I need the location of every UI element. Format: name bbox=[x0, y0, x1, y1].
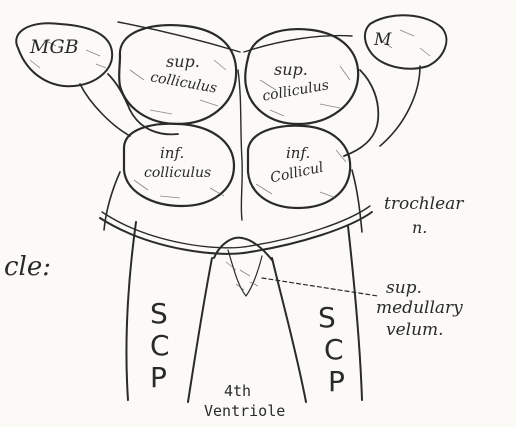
label-right-geniculate: M bbox=[374, 32, 391, 49]
label-velum-line1: sup. bbox=[386, 280, 422, 297]
label-scp-left-c: C bbox=[150, 332, 170, 360]
label-ventricle-line2: Ventriole bbox=[204, 404, 285, 419]
label-sup-colliculus-right-line1: sup. bbox=[274, 62, 308, 78]
label-cle: cle: bbox=[4, 254, 51, 280]
label-scp-left-p: P bbox=[150, 364, 167, 392]
label-inf-colliculus-left-line2: colliculus bbox=[144, 166, 211, 180]
label-inf-colliculus-right-line1: inf. bbox=[286, 146, 310, 161]
scp-right-inner bbox=[272, 258, 306, 402]
scp-right-outer bbox=[348, 226, 362, 400]
label-scp-right-c: C bbox=[324, 336, 344, 364]
label-scp-left-s: S bbox=[150, 300, 168, 328]
label-ventricle-line1: 4th bbox=[224, 384, 251, 399]
label-mgb: MGB bbox=[30, 38, 79, 57]
label-scp-right-s: S bbox=[318, 304, 336, 332]
label-velum-line3: velum. bbox=[386, 322, 444, 339]
label-sup-colliculus-left-line1: sup. bbox=[166, 54, 200, 70]
label-scp-right-p: P bbox=[328, 368, 345, 396]
label-inf-colliculus-left-line1: inf. bbox=[160, 146, 184, 161]
scp-left-inner bbox=[188, 258, 212, 402]
scp-left-outer bbox=[126, 222, 136, 400]
label-velum-line2: medullary bbox=[376, 300, 463, 317]
label-trochlear-line1: trochlear bbox=[384, 196, 463, 213]
label-trochlear-line2: n. bbox=[412, 220, 427, 236]
